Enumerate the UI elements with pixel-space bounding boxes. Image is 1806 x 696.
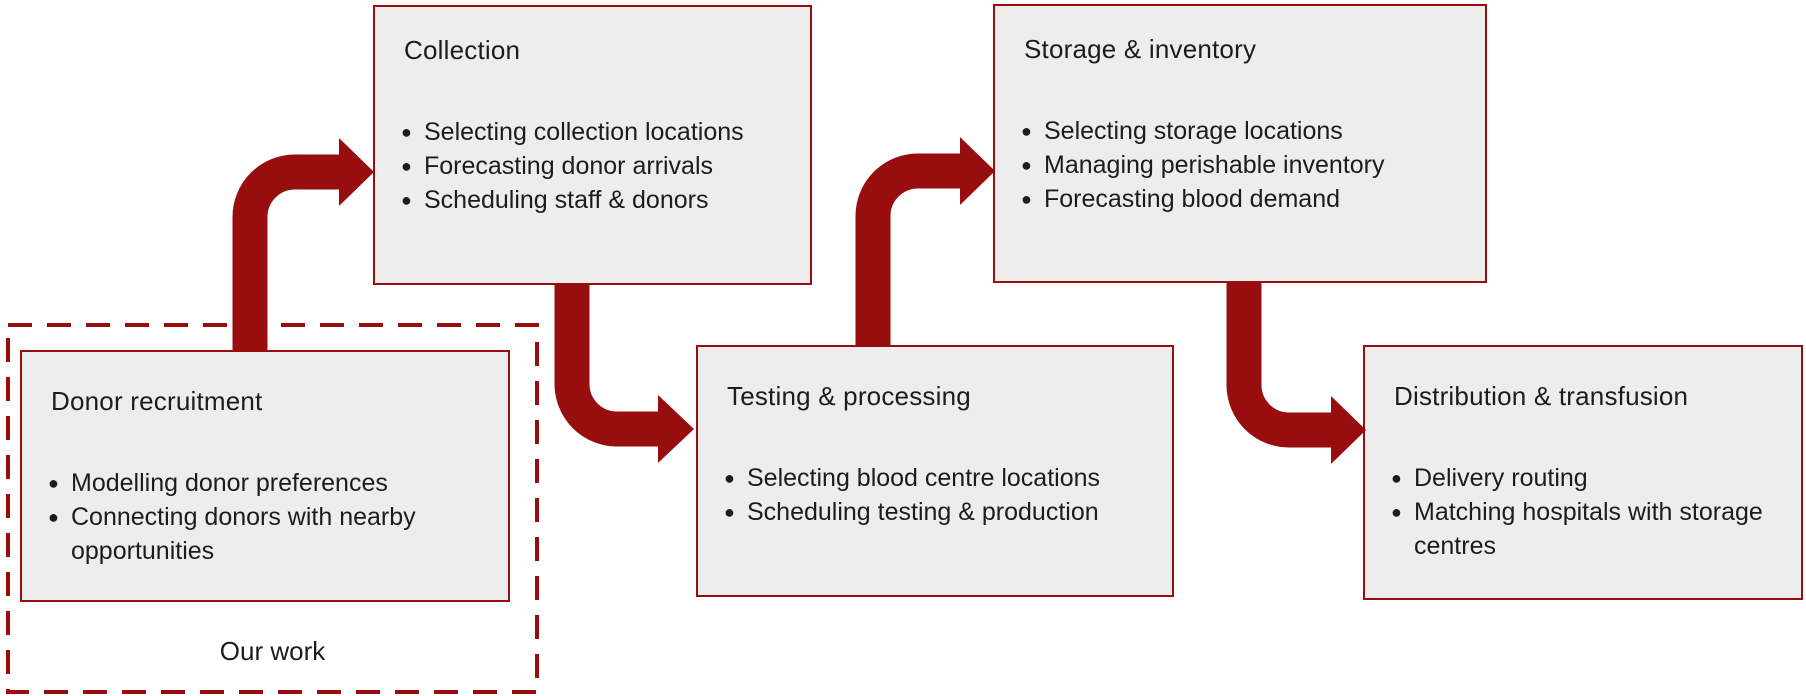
bullet-text: Connecting donors with nearby opportunit… bbox=[71, 503, 416, 565]
bullet-item: ● Selecting storage locations bbox=[1021, 114, 1459, 148]
bullet-item: ● Matching hospitals with storage centres bbox=[1391, 495, 1775, 563]
bullet-icon: ● bbox=[401, 190, 412, 210]
bullet-text: Modelling donor preferences bbox=[71, 469, 388, 497]
bullet-text: Forecasting blood demand bbox=[1044, 185, 1341, 213]
bullet-item: ● Managing perishable inventory bbox=[1021, 148, 1459, 182]
bullet-item: ● Forecasting donor arrivals bbox=[401, 149, 784, 183]
bullet-text: Selecting blood centre locations bbox=[747, 464, 1101, 492]
bullet-icon: ● bbox=[1021, 121, 1032, 141]
stage-box-storage-inventory: Storage & inventory ● Selecting storage l… bbox=[993, 4, 1487, 283]
stage-title: Donor recruitment bbox=[51, 386, 263, 416]
bullet-icon: ● bbox=[401, 156, 412, 176]
bullet-item: ● Connecting donors with nearby opportuni… bbox=[48, 500, 482, 568]
bullet-icon: ● bbox=[48, 507, 59, 527]
stage-bullet-list: ● Selecting blood centre locations ● Schedu… bbox=[724, 461, 1146, 529]
stage-box-collection: Collection ● Selecting collection locatio… bbox=[373, 5, 812, 285]
bullet-item: ● Scheduling testing & production bbox=[724, 495, 1146, 529]
bullet-icon: ● bbox=[724, 468, 735, 488]
our-work-label: Our work bbox=[219, 636, 326, 666]
bullet-text: Forecasting donor arrivals bbox=[424, 152, 714, 180]
stage-bullet-list: ● Delivery routing ● Matching hospitals wit… bbox=[1391, 461, 1775, 563]
bullet-text: Scheduling testing & production bbox=[747, 498, 1099, 526]
bullet-icon: ● bbox=[48, 473, 59, 493]
bullet-item: ● Delivery routing bbox=[1391, 461, 1775, 495]
stage-box-distribution-transfusion: Distribution & transfusion ● Delivery rou… bbox=[1363, 345, 1803, 600]
stage-bullet-list: ● Selecting storage locations ● Managing pe… bbox=[1021, 114, 1459, 216]
bullet-item: ● Selecting blood centre locations bbox=[724, 461, 1146, 495]
bullet-text: Matching hospitals with storage centres bbox=[1414, 498, 1763, 560]
bullet-text: Scheduling staff & donors bbox=[424, 186, 709, 214]
our-work-dashed-border bbox=[6, 323, 539, 694]
stage-title: Distribution & transfusion bbox=[1394, 381, 1689, 411]
stage-title: Testing & processing bbox=[727, 381, 971, 411]
stage-title: Storage & inventory bbox=[1024, 34, 1257, 64]
stage-box-donor-recruitment: Donor recruitment ● Modelling donor prefe… bbox=[20, 350, 510, 602]
bullet-item: ● Modelling donor preferences bbox=[48, 466, 482, 500]
bullet-icon: ● bbox=[1021, 155, 1032, 175]
bullet-item: ● Scheduling staff & donors bbox=[401, 183, 784, 217]
bullet-icon: ● bbox=[401, 122, 412, 142]
bullet-item: ● Forecasting blood demand bbox=[1021, 182, 1459, 216]
bullet-text: Selecting storage locations bbox=[1044, 117, 1343, 145]
bullet-icon: ● bbox=[1021, 189, 1032, 209]
bullet-text: Selecting collection locations bbox=[424, 118, 744, 146]
bullet-icon: ● bbox=[724, 502, 735, 522]
stage-bullet-list: ● Selecting collection locations ● Forecast… bbox=[401, 115, 784, 217]
stage-title: Collection bbox=[404, 35, 521, 65]
bullet-item: ● Selecting collection locations bbox=[401, 115, 784, 149]
bullet-text: Managing perishable inventory bbox=[1044, 151, 1385, 179]
stage-bullet-list: ● Modelling donor preferences ● Connecting … bbox=[48, 466, 482, 568]
bullet-icon: ● bbox=[1391, 468, 1402, 488]
bullet-icon: ● bbox=[1391, 502, 1402, 522]
stage-box-testing-processing: Testing & processing ● Selecting blood ce… bbox=[696, 345, 1174, 597]
bullet-text: Delivery routing bbox=[1414, 464, 1588, 492]
